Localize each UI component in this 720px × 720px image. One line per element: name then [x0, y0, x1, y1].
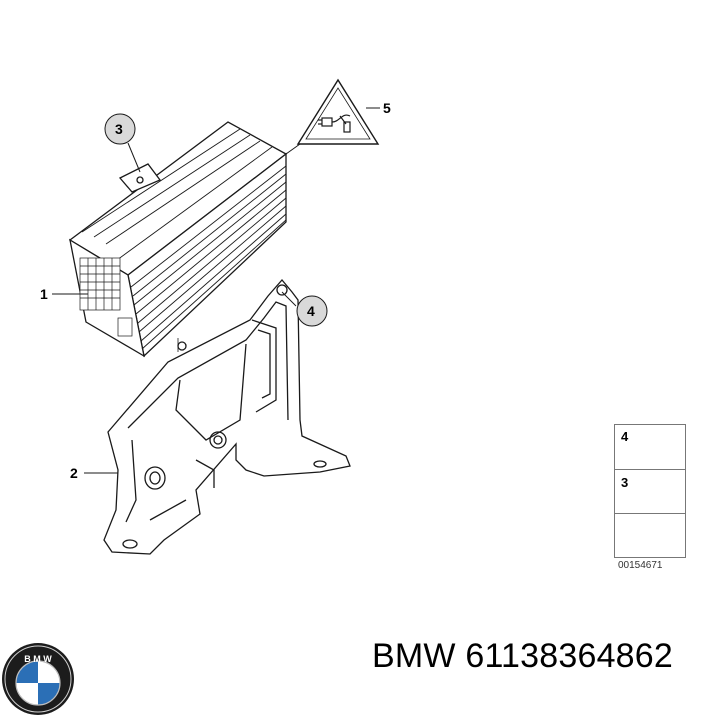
legend-row-bolt-label: 3	[621, 475, 629, 490]
callout-3: 3	[104, 113, 141, 173]
part-number: BMW 61138364862	[372, 637, 674, 675]
callout-2: 2	[70, 465, 118, 481]
callout-1-label: 1	[40, 286, 48, 302]
callout-4-label: 4	[307, 303, 315, 319]
legend-row-bolt: 3	[615, 469, 685, 514]
amplifier-unit	[68, 121, 288, 358]
mounting-bracket	[103, 278, 351, 555]
electric-plug-icon	[318, 114, 351, 133]
legend-row-nut: 4	[615, 425, 685, 470]
callout-5-label: 5	[383, 100, 391, 116]
callout-5: 5	[285, 78, 391, 155]
bmw-logo: B M W	[2, 643, 74, 715]
bmw-logo-lettering: B M W	[24, 654, 52, 664]
diagram-id: 00154671	[618, 560, 663, 571]
callout-4: 4	[281, 291, 328, 327]
callout-3-label: 3	[115, 121, 123, 137]
callout-1: 1	[40, 286, 88, 302]
fastener-legend: 4 3	[614, 424, 686, 558]
callout-2-label: 2	[70, 465, 78, 481]
legend-row-nut-label: 4	[621, 429, 629, 444]
